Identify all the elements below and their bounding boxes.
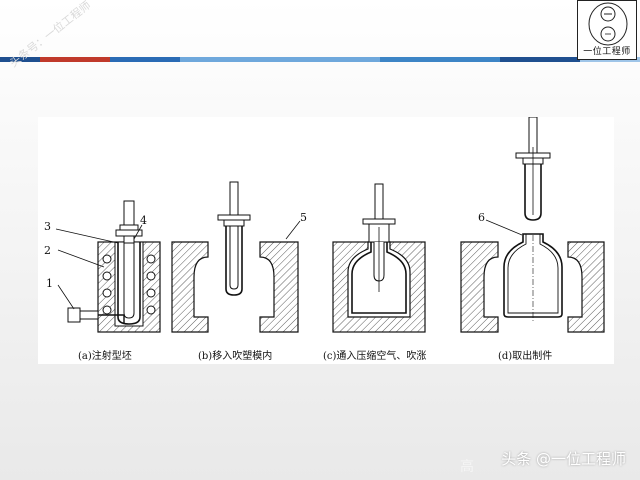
logo-emblem <box>588 2 628 46</box>
stripe-segment <box>0 57 40 62</box>
finished-bottle <box>503 233 563 318</box>
core-rod-a <box>123 200 135 244</box>
stripe-segment <box>40 57 110 62</box>
process-diagram: 3 2 1 4 5 6 <box>44 117 605 333</box>
stripe-segment <box>500 57 580 62</box>
stage-a-injection <box>55 200 161 333</box>
stripe-segment <box>110 57 180 62</box>
callout-4: 4 <box>140 214 147 227</box>
stripe-segment <box>180 57 380 62</box>
callout-6: 6 <box>478 211 485 224</box>
callout-5: 5 <box>300 211 307 224</box>
stage-b-transfer <box>171 181 301 333</box>
stripe-segment <box>380 57 500 62</box>
logo-label: 一位工程师 <box>583 47 631 57</box>
blow-mold-right-d <box>567 241 605 333</box>
injection-nozzle <box>67 307 81 323</box>
blow-mold-left-b <box>171 241 209 333</box>
callout-3: 3 <box>44 220 51 233</box>
stage-c-inflate <box>332 183 426 333</box>
footer-watermark: 高 <box>460 459 480 475</box>
stage-d-eject <box>460 117 605 333</box>
footer-credit: 头条 @一位工程师 <box>501 450 626 468</box>
blow-mold-right-b <box>259 241 299 333</box>
caption-d: (d)取出制件 <box>498 351 553 362</box>
callout-2: 2 <box>44 244 51 257</box>
caption-a: (a)注射型坯 <box>78 351 132 362</box>
caption-c: (c)通入压缩空气、吹涨 <box>323 351 427 362</box>
brand-logo: 一位工程师 <box>577 0 637 60</box>
blow-mold-left-d <box>460 241 499 333</box>
blow-molding-figure: 3 2 1 4 5 6 (a)注射型坯 (b)移入吹塑模内 (c)通入压缩空气、… <box>38 117 614 364</box>
caption-b: (b)移入吹塑模内 <box>198 351 273 362</box>
callout-1: 1 <box>46 277 53 290</box>
